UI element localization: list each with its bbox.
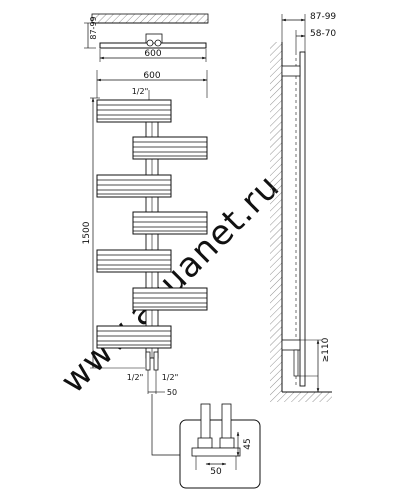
panel-group-6 [132,287,208,311]
detail-view: 50 45 [179,403,261,489]
panel-group-1 [96,99,172,123]
top-view-width-label: 600 [144,49,161,59]
detail-view-valve-right [219,437,235,449]
top-view-wall [91,13,209,24]
detail-view-pipe-spacing-label: 50 [210,467,222,477]
top-view-depth-label: 87-99 [89,16,98,39]
top-view-pipe-left [146,39,154,47]
detail-view-valve-left [197,437,213,449]
top-view: 87-99 600 [84,13,209,62]
panel-group-2 [132,136,208,160]
front-view-pipe-left [145,351,151,371]
top-view-bracket [145,33,163,44]
top-view-pipe-right [154,39,162,47]
panel-group-5 [96,249,172,273]
side-view-pipe [293,349,299,377]
front-view-bottom-left-connection-label: 1/2" [127,373,144,382]
detail-view-valve-height-label: 45 [243,438,253,449]
detail-view-pipe-right [221,403,232,443]
side-view-depth-outer-label: 87-99 [310,12,336,22]
watermark-text: www.aquanet.ru [53,167,288,402]
front-view-pipe-spacing-label: 50 [167,388,177,397]
front-view: 600 1500 1/2" [82,70,208,456]
side-view-radiator-profile [299,51,306,387]
side-view: 87-99 58-70 ≥110 [270,12,336,402]
front-view-width-label: 600 [143,71,160,81]
front-view-top-connection-label: 1/2" [132,87,149,96]
panel-group-3 [96,174,172,198]
side-view-floor-clearance-label: ≥110 [321,337,331,362]
panel-group-7 [96,325,172,349]
side-view-floor [270,392,332,402]
detail-view-pipe-left [200,403,211,443]
detail-view-valve-body [191,447,241,457]
front-view-bottom-right-connection-label: 1/2" [162,373,179,382]
side-view-bracket-top [281,65,301,77]
front-view-pipe-right [153,351,159,371]
front-view-height-label: 1500 [82,221,92,244]
panel-group-4 [132,211,208,235]
side-view-bracket-bottom [281,339,301,351]
side-view-depth-inner-label: 58-70 [310,29,336,39]
side-view-wall [270,42,282,392]
